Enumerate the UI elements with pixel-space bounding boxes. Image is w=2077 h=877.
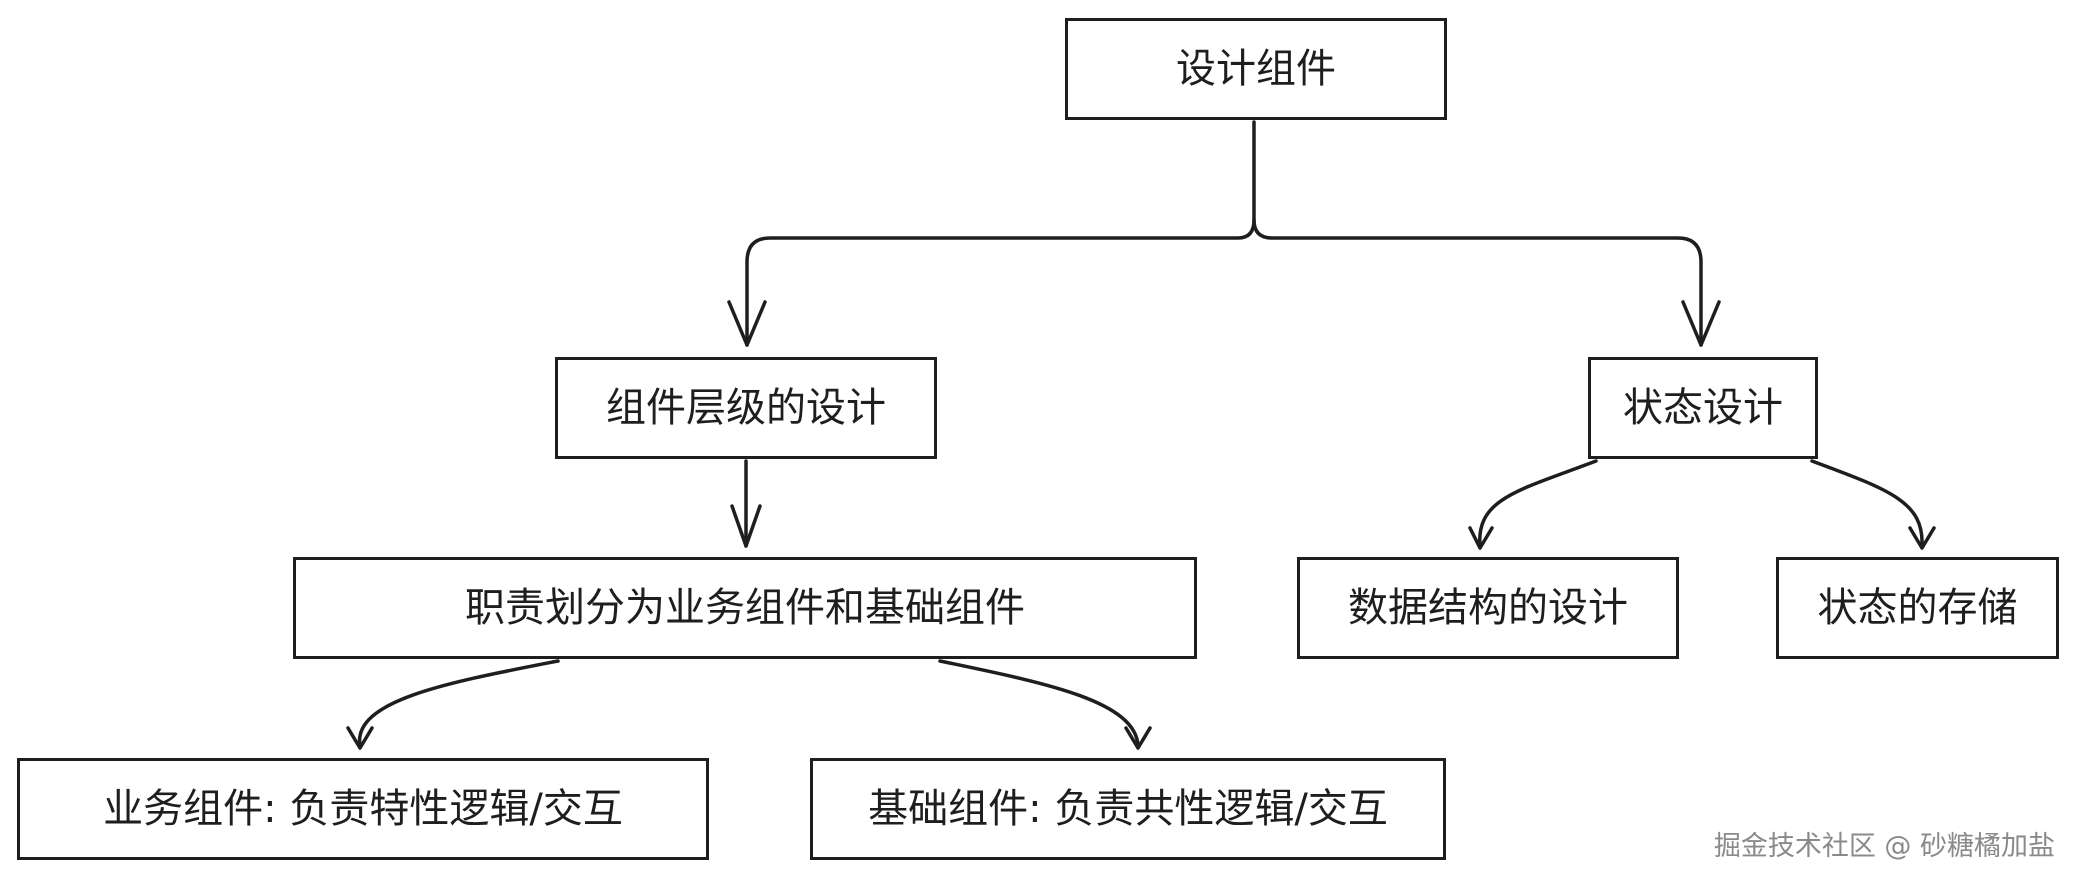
node-design-components: 设计组件: [1065, 18, 1447, 120]
edge-hierarchy-to-split-arrowhead: [730, 504, 762, 548]
node-data-structure-design: 数据结构的设计: [1297, 557, 1679, 659]
edge-state-to-storage-line: [1810, 459, 1924, 548]
edge-root-to-state-arrowhead: [1681, 300, 1721, 347]
node-responsibility-split: 职责划分为业务组件和基础组件: [293, 557, 1197, 659]
node-label: 状态设计: [1623, 385, 1783, 431]
edge-split-to-base-line: [938, 659, 1140, 748]
edge-root-to-state-line: [1252, 218, 1703, 347]
node-label: 设计组件: [1176, 46, 1336, 92]
node-label: 数据结构的设计: [1348, 585, 1628, 631]
edge-root-trunk: [745, 120, 1256, 347]
edge-split-to-base-arrowhead: [1124, 726, 1152, 750]
edge-root-to-hierarchy-arrowhead: [727, 300, 767, 347]
node-label: 基础组件: 负责共性逻辑/交互: [868, 786, 1388, 832]
node-label: 业务组件: 负责特性逻辑/交互: [103, 786, 623, 832]
node-label: 状态的存储: [1817, 585, 2018, 631]
node-business-components: 业务组件: 负责特性逻辑/交互: [17, 758, 709, 860]
node-component-hierarchy-design: 组件层级的设计: [555, 357, 937, 459]
watermark: 掘金技术社区 @ 砂糖橘加盐: [1713, 831, 2055, 862]
node-label: 组件层级的设计: [606, 385, 886, 431]
node-state-storage: 状态的存储: [1776, 557, 2059, 659]
node-base-components: 基础组件: 负责共性逻辑/交互: [810, 758, 1446, 860]
edge-state-to-ds-arrowhead: [1468, 526, 1494, 550]
edge-state-to-storage-arrowhead: [1908, 526, 1936, 550]
node-state-design: 状态设计: [1588, 357, 1818, 459]
node-label: 职责划分为业务组件和基础组件: [465, 585, 1025, 631]
edge-state-to-ds-line: [1478, 459, 1598, 548]
edge-split-to-business-arrowhead: [346, 726, 374, 750]
edge-split-to-business-line: [357, 659, 560, 748]
